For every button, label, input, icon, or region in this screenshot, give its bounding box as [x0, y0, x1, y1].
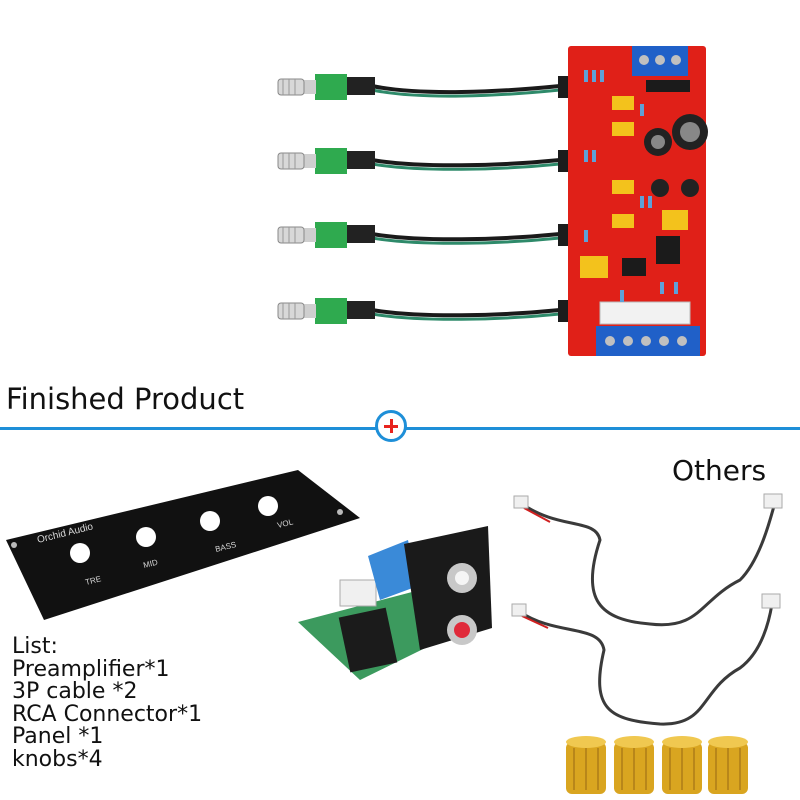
list-item: Panel *1 — [12, 724, 104, 749]
list-item: knobs*4 — [12, 746, 103, 772]
knob-1 — [566, 736, 606, 794]
pot-cable-3 — [277, 222, 576, 248]
list-title: List: — [12, 634, 58, 659]
cable-3p-1 — [513, 493, 783, 627]
potentiometer-cable-set — [277, 74, 576, 324]
list-item: 3P cable *2 — [12, 679, 138, 704]
knob-2 — [614, 736, 654, 794]
panel-label-tre: TRE — [84, 574, 102, 587]
cable-3p-2 — [511, 593, 781, 726]
pot-cable-4 — [277, 298, 576, 324]
knob-3 — [662, 736, 702, 794]
knob-4 — [708, 736, 748, 794]
plus-icon — [375, 410, 407, 442]
others-label: Others — [672, 454, 767, 487]
list-item: RCA Connector*1 — [12, 701, 203, 727]
pot-cable-2 — [277, 148, 576, 174]
list-item: Preamplifier*1 — [12, 656, 170, 682]
finished-product-label: Finished Product — [6, 382, 245, 416]
preamp-board — [568, 46, 708, 356]
rca-connector-board — [298, 526, 492, 680]
panel-label-vol: VOL — [276, 517, 294, 530]
panel-label-mid: MID — [142, 558, 159, 570]
pot-cable-1 — [277, 74, 576, 100]
knobs-set — [566, 736, 748, 794]
package-list: List: Preamplifier*1 3P cable *2 RCA Con… — [12, 634, 203, 772]
front-panel: Orchid Audio TRE MID BASS VOL — [6, 470, 360, 620]
